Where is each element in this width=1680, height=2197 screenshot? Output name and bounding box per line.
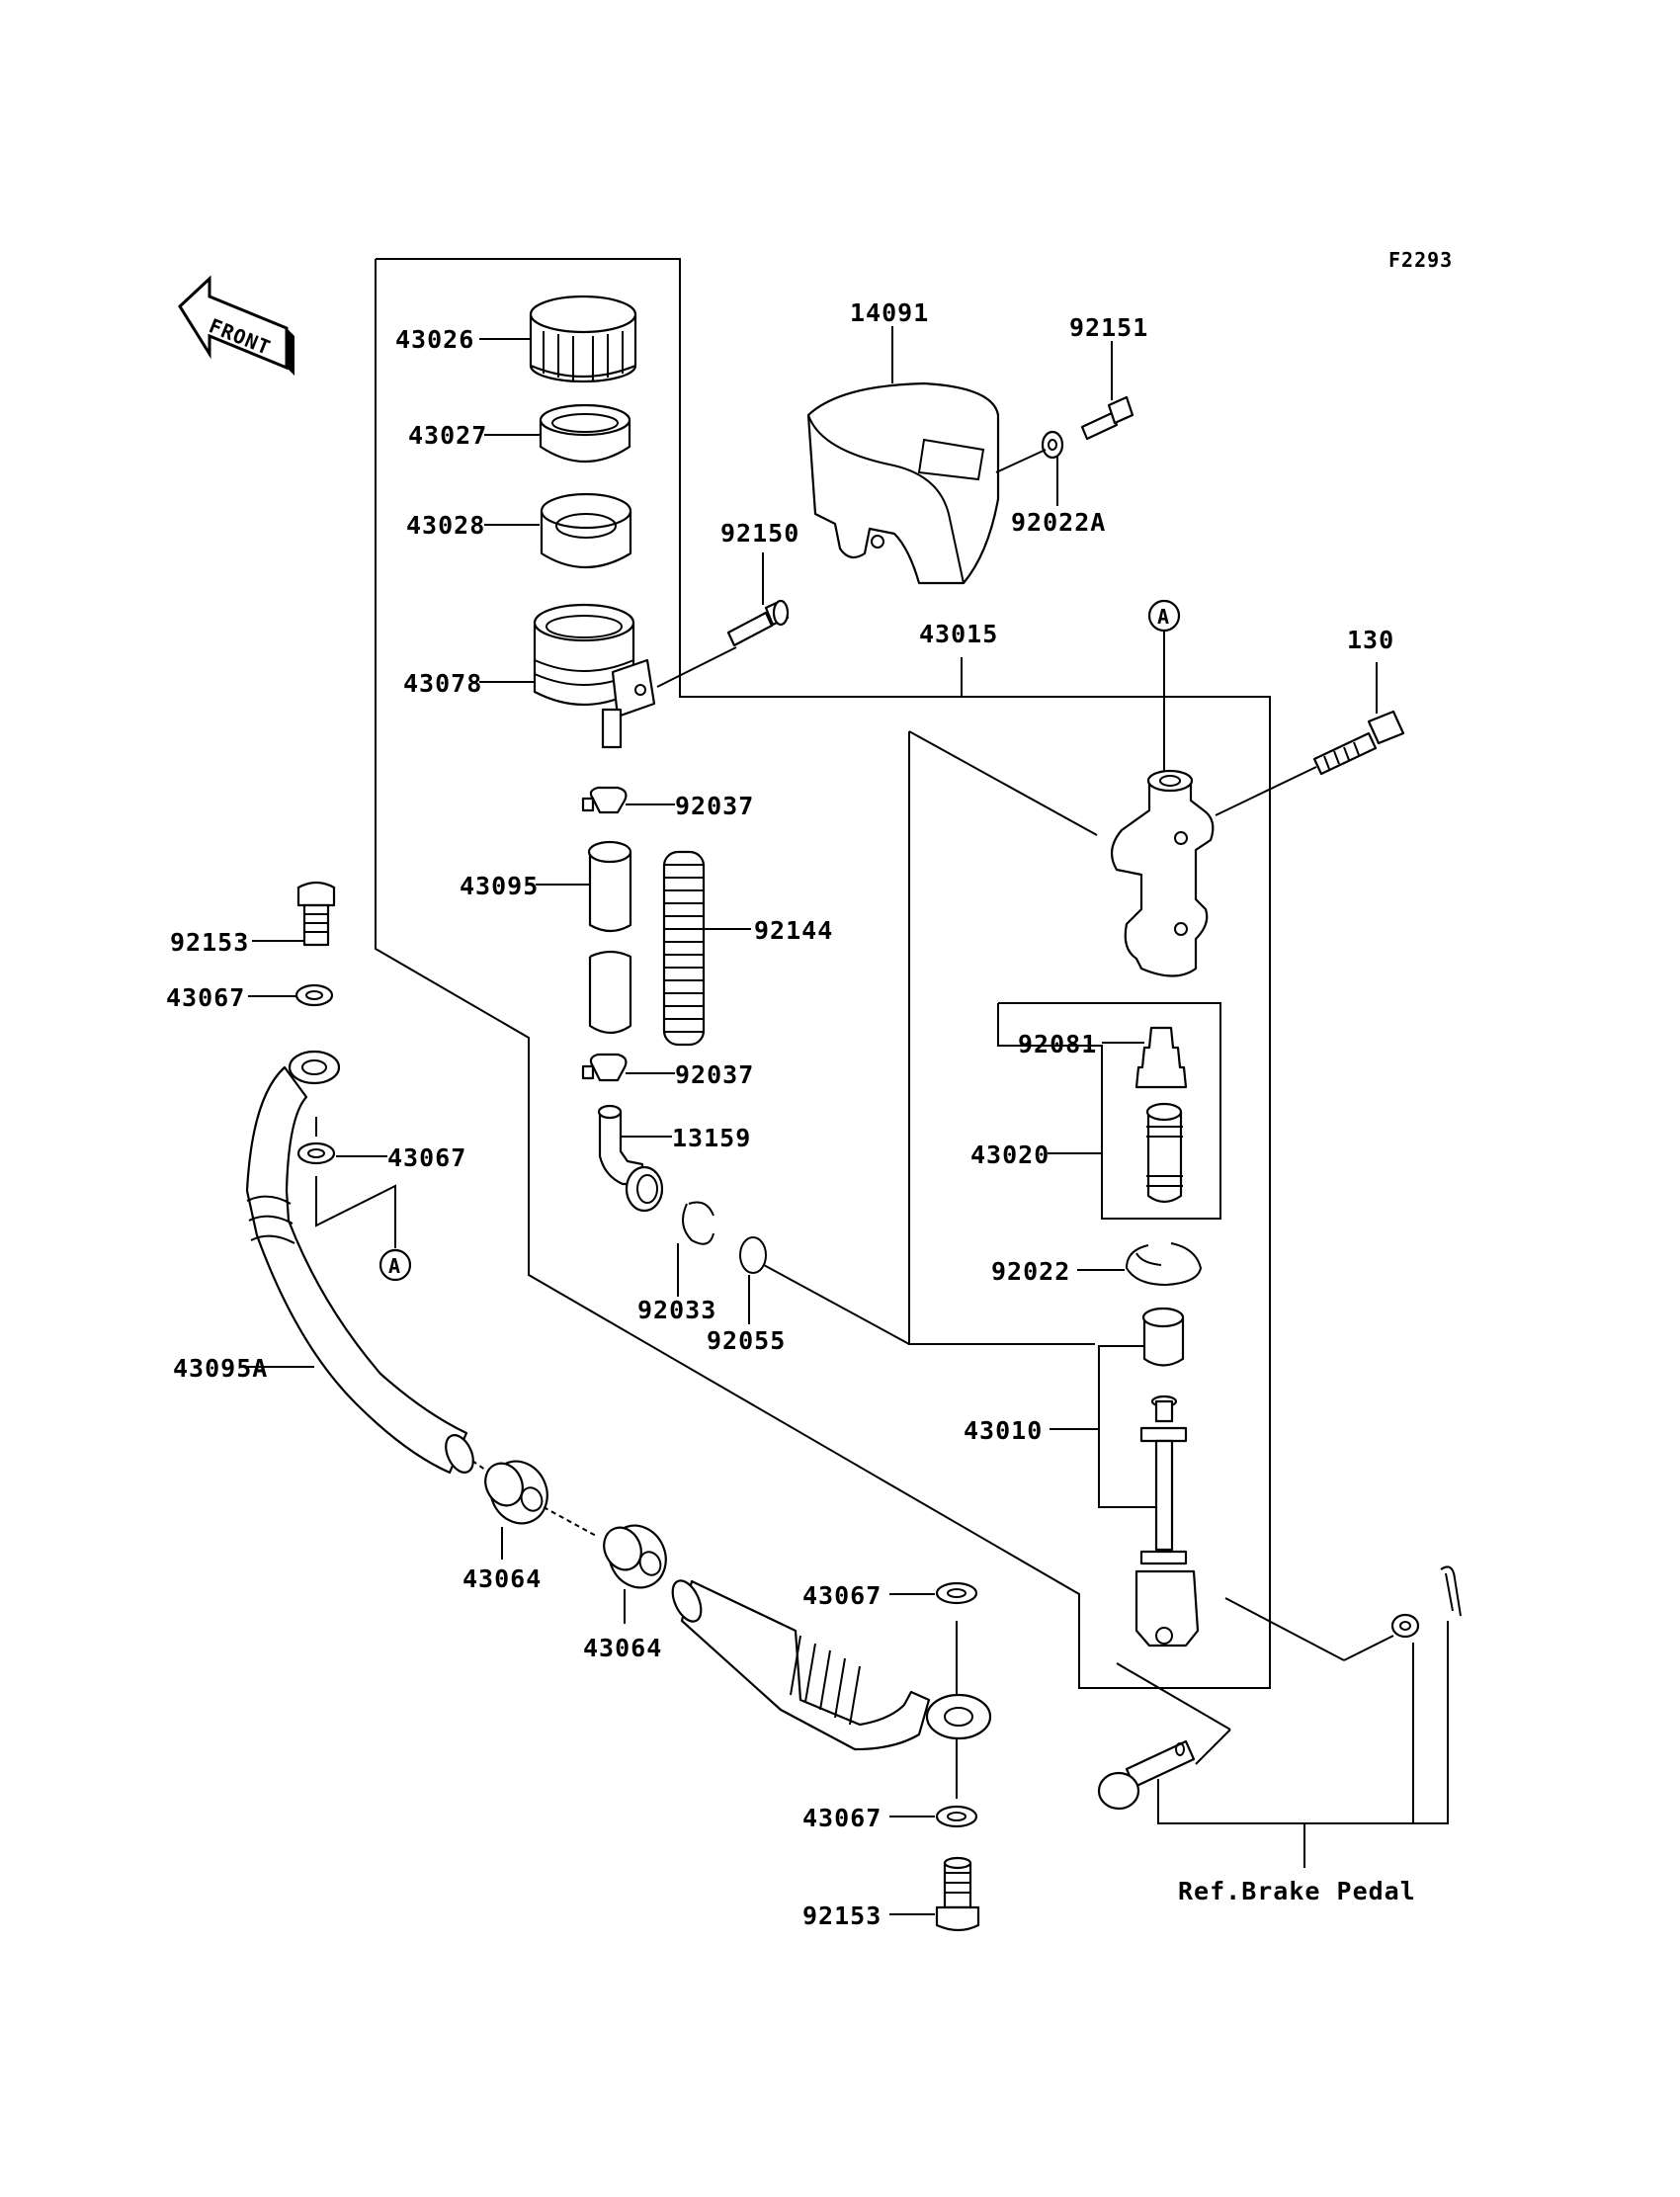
circlip-92022-part <box>1125 1242 1203 1287</box>
svg-text:A: A <box>388 1254 401 1278</box>
part-label-92055: 92055 <box>707 1326 786 1355</box>
reservoir-cap-part <box>529 295 637 383</box>
part-label-43015: 43015 <box>919 620 998 648</box>
callout-a-lower: A <box>378 1248 412 1282</box>
part-label-43027: 43027 <box>408 421 487 450</box>
banjo-bolt-top-part <box>296 881 336 947</box>
piston-part <box>1145 1102 1183 1204</box>
hose-43095-part <box>587 840 632 1035</box>
part-label-43028: 43028 <box>406 511 485 540</box>
washer-92022A-part <box>1041 430 1064 460</box>
part-label-92037-bottom: 92037 <box>675 1060 754 1089</box>
grommet-43064-a-part <box>484 1460 548 1525</box>
part-label-92033: 92033 <box>637 1296 716 1324</box>
ref-brake-pedal-note: Ref.Brake Pedal <box>1178 1877 1416 1905</box>
clamp-92037-top-part <box>581 786 628 814</box>
clevis-pin-part <box>1097 1739 1196 1811</box>
figure-code: F2293 <box>1388 248 1453 272</box>
washer-43067-d-part <box>935 1805 978 1828</box>
clamp-92037-bottom-part <box>581 1053 628 1082</box>
reservoir-group-outline <box>375 258 1271 1689</box>
part-label-92022: 92022 <box>991 1257 1070 1286</box>
bolt-92151-part <box>1080 395 1134 441</box>
svg-text:A: A <box>1157 605 1170 629</box>
part-label-43067-a: 43067 <box>166 983 245 1012</box>
reservoir-body-part <box>533 603 656 749</box>
part-label-43026: 43026 <box>395 325 474 354</box>
washer-43067-b-part <box>296 1141 336 1165</box>
part-label-92151: 92151 <box>1069 313 1148 342</box>
pump-bracket-line <box>908 730 1098 836</box>
part-label-92081: 92081 <box>1018 1030 1097 1058</box>
part-label-92144: 92144 <box>754 916 833 945</box>
bolt-92150-part <box>726 599 790 647</box>
diaphragm-part <box>540 492 632 568</box>
master-cylinder-part <box>1110 769 1215 977</box>
washer-43067-c-part <box>935 1581 978 1605</box>
part-label-92150: 92150 <box>720 519 799 548</box>
part-label-43064-a: 43064 <box>462 1564 542 1593</box>
part-label-92153-top: 92153 <box>170 928 249 957</box>
spring-92144-part <box>662 850 706 1047</box>
front-arrow-icon: FRONT <box>178 275 294 376</box>
part-label-43067-b: 43067 <box>387 1143 466 1172</box>
cotter-pin-part <box>1440 1565 1462 1617</box>
kit-43020-outline <box>997 1002 1221 1220</box>
part-label-130: 130 <box>1347 626 1394 654</box>
hose-43095A-part <box>245 1050 474 1475</box>
callout-a-top: A <box>1147 599 1181 633</box>
circlip-92033-part <box>682 1201 714 1245</box>
part-label-43067-c: 43067 <box>802 1581 882 1610</box>
diaphragm-plate-part <box>539 403 631 463</box>
grommet-43064-b-part <box>603 1524 667 1589</box>
part-label-43078: 43078 <box>403 669 482 698</box>
brake-hose-lower-part <box>671 1579 992 1751</box>
part-label-14091: 14091 <box>850 298 929 327</box>
part-label-92022A: 92022A <box>1011 508 1106 537</box>
part-label-43067-d: 43067 <box>802 1804 882 1832</box>
part-label-43020: 43020 <box>970 1141 1050 1169</box>
part-label-43064-b: 43064 <box>583 1634 662 1662</box>
o-ring-92055-part <box>739 1236 767 1274</box>
part-label-43095A: 43095A <box>173 1354 268 1383</box>
part-label-92153-bottom: 92153 <box>802 1901 882 1930</box>
bolt-130-part <box>1312 710 1405 776</box>
part-label-13159: 13159 <box>672 1124 751 1152</box>
part-label-43010: 43010 <box>964 1416 1043 1445</box>
push-rod-assembly-part <box>1134 1307 1200 1648</box>
fitting-13159-part <box>597 1104 664 1213</box>
washer-brake-part <box>1390 1613 1420 1639</box>
part-label-43095: 43095 <box>460 872 539 900</box>
banjo-bolt-bottom-part <box>935 1856 980 1932</box>
washer-43067-a-part <box>294 983 334 1007</box>
cover-part <box>806 381 1000 585</box>
part-label-92037-top: 92037 <box>675 792 754 820</box>
piston-cup-92081-part <box>1134 1026 1188 1089</box>
